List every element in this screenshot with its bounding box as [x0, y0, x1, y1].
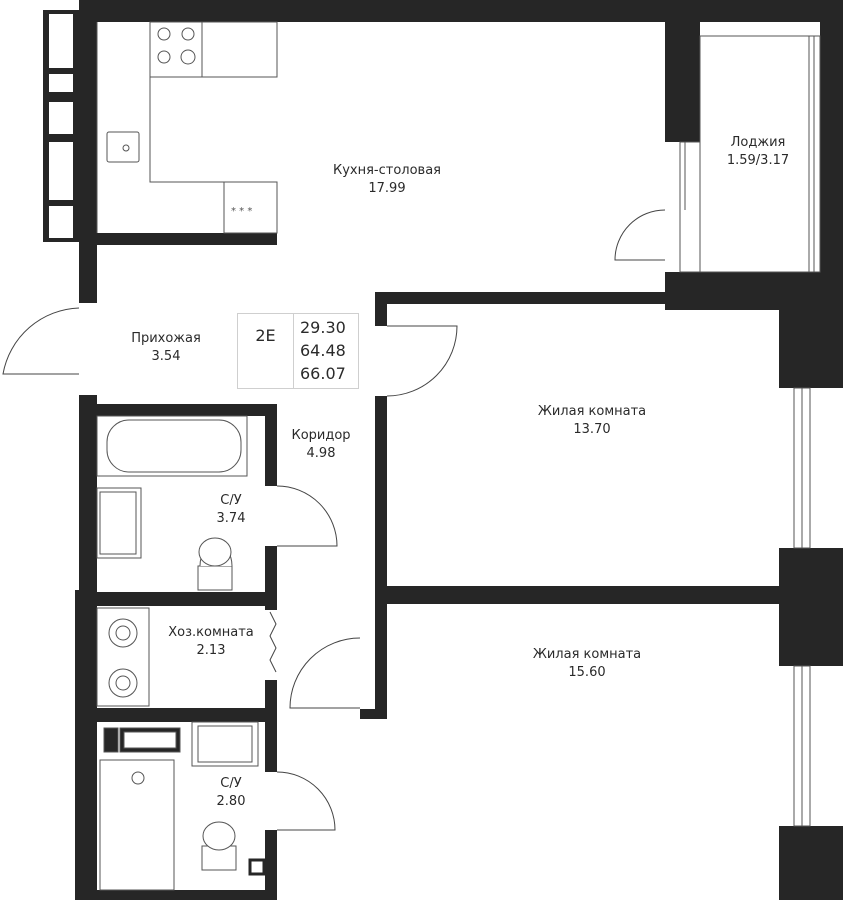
unit-areas: 29.30 64.48 66.07	[300, 316, 346, 385]
total-area: 64.48	[300, 341, 346, 360]
room-name: Кухня-столовая	[332, 163, 442, 178]
room-area: 3.54	[151, 349, 181, 364]
room-area: 17.99	[368, 181, 406, 196]
room-bathroom1: С/У 3.74	[217, 492, 246, 528]
svg-text:* * *: * * *	[231, 206, 252, 217]
room-utility: Хоз.комната 2.13	[168, 624, 254, 660]
room-hallway: Прихожая 3.54	[131, 330, 201, 366]
utility-fixtures	[96, 607, 150, 707]
doors	[2, 209, 666, 831]
room-area: 2.13	[196, 643, 226, 658]
room-name: Коридор	[291, 428, 351, 443]
room-kitchen: Кухня-столовая 17.99	[333, 162, 441, 198]
room-area: 2.80	[216, 794, 246, 809]
room-area: 3.74	[216, 511, 246, 526]
room-area: 4.98	[306, 446, 336, 461]
room-living1: Жилая комната 13.70	[538, 403, 646, 439]
bathroom2-fixtures	[99, 721, 266, 891]
room-name: Лоджия	[730, 135, 786, 150]
total-area-with-loggia: 66.07	[300, 364, 346, 383]
room-name: С/У	[220, 776, 242, 791]
room-name: Жилая комната	[537, 404, 647, 419]
loggia-glazing	[679, 35, 821, 273]
room-name: Жилая комната	[532, 647, 642, 662]
bathroom1-fixtures	[96, 415, 248, 591]
unit-info-box: 2E 29.30 64.48 66.07	[237, 313, 359, 389]
room-corridor: Коридор 4.98	[291, 427, 350, 463]
right-window-frames	[825, 336, 843, 660]
room-loggia: Лоджия 1.59/3.17	[727, 134, 789, 170]
left-windows	[49, 14, 73, 238]
kitchen-icon-marks: * * *	[231, 206, 252, 217]
room-bathroom2: С/У 2.80	[217, 775, 246, 811]
right-windows	[793, 387, 811, 827]
room-living2: Жилая комната 15.60	[533, 646, 641, 682]
room-name: Хоз.комната	[168, 625, 254, 640]
unit-code: 2E	[238, 314, 294, 388]
walls	[43, 0, 843, 900]
kitchen-furniture	[96, 21, 278, 234]
room-name: Прихожая	[131, 331, 201, 346]
living-area: 29.30	[300, 318, 346, 337]
room-area: 1.59/3.17	[726, 153, 790, 168]
room-name: С/У	[220, 493, 242, 508]
room-area: 15.60	[568, 665, 606, 680]
room-area: 13.70	[573, 422, 611, 437]
